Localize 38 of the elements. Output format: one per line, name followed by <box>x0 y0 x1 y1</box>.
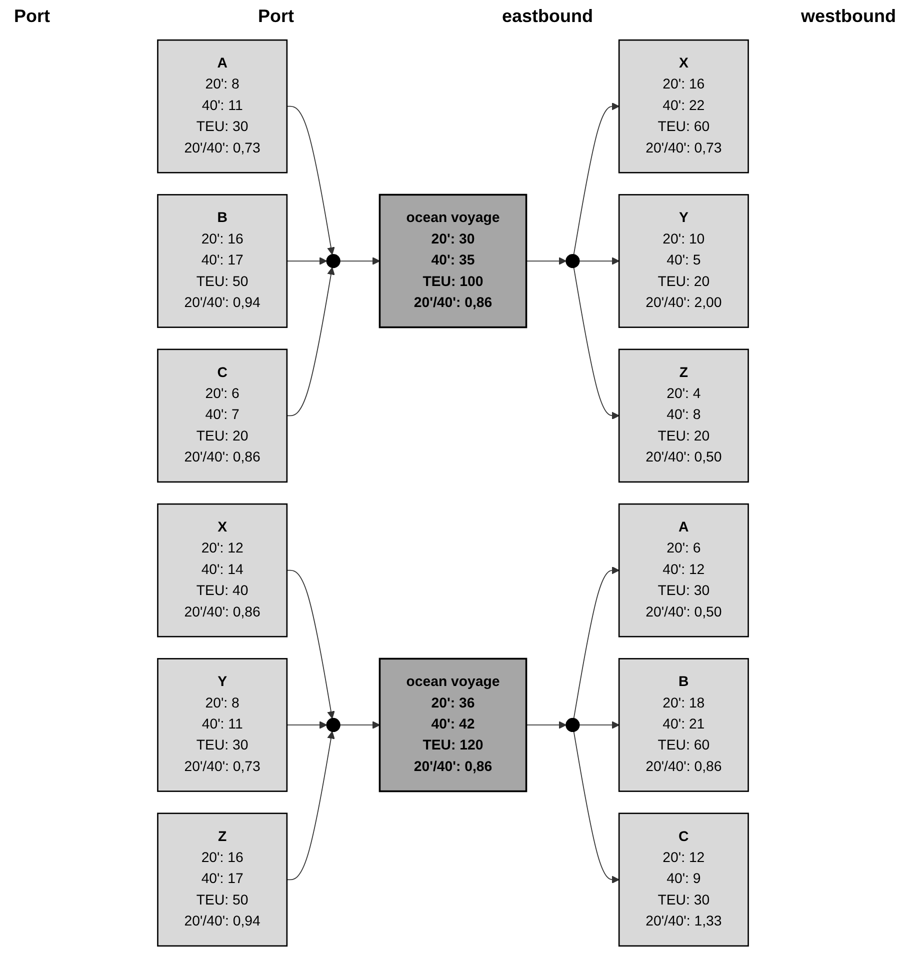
arrow <box>286 257 328 265</box>
node-circle <box>566 718 580 732</box>
node-box: ocean voyage 20': 30 40': 35 TEU: 100 20'/40': 0,86 <box>378 194 528 328</box>
arrow <box>573 267 620 420</box>
heading-label: eastbound <box>502 6 593 27</box>
arrow <box>578 257 620 265</box>
arrow <box>286 570 335 719</box>
arrow <box>526 257 566 265</box>
arrow <box>340 257 380 265</box>
node-box: ocean voyage 20': 36 40': 42 TEU: 120 20'/40': 0,86 <box>378 658 528 792</box>
heading-label: westbound <box>800 6 896 27</box>
arrow <box>573 566 620 719</box>
node-circle <box>566 254 580 268</box>
node-box: B 20': 16 40': 17 TEU: 50 20'/40': 0,94 <box>157 194 288 328</box>
arrow <box>573 102 620 255</box>
arrow <box>286 721 328 729</box>
arrow <box>526 721 566 729</box>
node-box: Y 20': 8 40': 11 TEU: 30 20'/40': 0,73 <box>157 658 288 792</box>
arrow <box>286 267 335 416</box>
node-circle <box>326 718 340 732</box>
arrow <box>286 106 335 255</box>
arrow <box>573 731 620 884</box>
node-box: C 20': 6 40': 7 TEU: 20 20'/40': 0,86 <box>157 348 288 483</box>
arrow <box>340 721 380 729</box>
node-circle <box>326 254 340 268</box>
arrow <box>286 731 335 880</box>
node-box: X 20': 12 40': 14 TEU: 40 20'/40': 0,86 <box>157 503 288 638</box>
arrow <box>578 721 620 729</box>
node-box: Y 20': 10 40': 5 TEU: 20 20'/40': 2,00 <box>618 194 749 328</box>
node-box: X 20': 16 40': 22 TEU: 60 20'/40': 0,73 <box>618 39 749 174</box>
node-box: Z 20': 16 40': 17 TEU: 50 20'/40': 0,94 <box>157 812 288 947</box>
node-box: B 20': 18 40': 21 TEU: 60 20'/40': 0,86 <box>618 658 749 792</box>
heading-label: Port <box>14 6 50 27</box>
heading-label: Port <box>258 6 294 27</box>
node-box: A 20': 6 40': 12 TEU: 30 20'/40': 0,50 <box>618 503 749 638</box>
node-box: Z 20': 4 40': 8 TEU: 20 20'/40': 0,50 <box>618 348 749 483</box>
node-box: C 20': 12 40': 9 TEU: 30 20'/40': 1,33 <box>618 812 749 947</box>
node-box: A 20': 8 40': 11 TEU: 30 20'/40': 0,73 <box>157 39 288 174</box>
